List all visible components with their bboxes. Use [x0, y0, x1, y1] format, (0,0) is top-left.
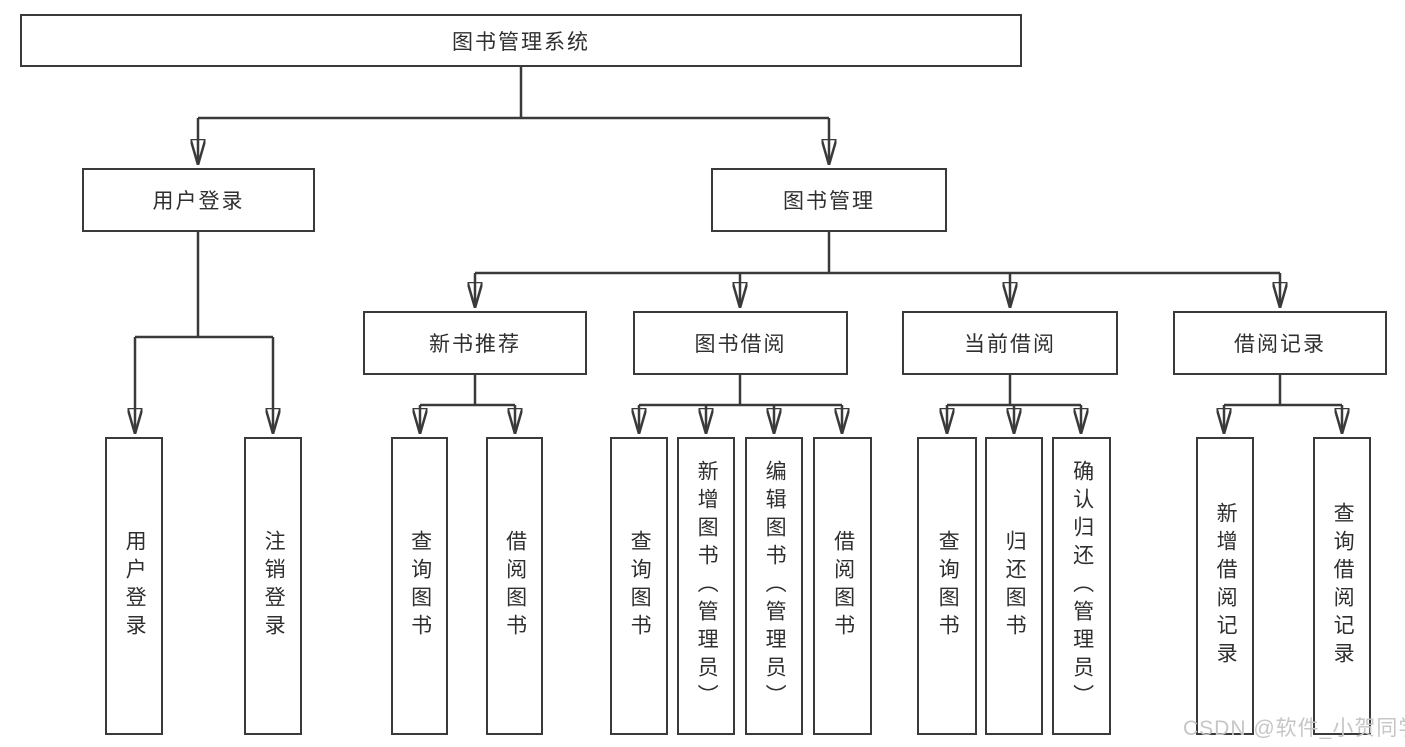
node-label: 查询图书: [408, 530, 432, 642]
leaf-query-borrow-record: 查询借阅记录: [1313, 437, 1371, 735]
node-label: 归还图书: [1003, 530, 1027, 642]
leaf-borrow-book-2: 借阅图书: [813, 437, 872, 735]
node-new-book-recommend: 新书推荐: [363, 311, 587, 375]
node-label: 确认归还（管理员）: [1070, 460, 1094, 712]
node-label: 图书管理: [783, 190, 875, 213]
node-label: 查询图书: [628, 530, 652, 642]
node-label: 借阅图书: [831, 530, 855, 642]
leaf-query-book-3: 查询图书: [917, 437, 977, 735]
node-label: 编辑图书（管理员）: [763, 460, 787, 712]
csdn-watermark: CSDN @软件_小贺同学: [1183, 717, 1405, 740]
node-book-management: 图书管理: [711, 168, 947, 232]
leaf-borrow-book-1: 借阅图书: [486, 437, 543, 735]
node-label: 注销登录: [262, 530, 286, 642]
node-label: 借阅记录: [1234, 333, 1326, 356]
leaf-logout: 注销登录: [244, 437, 302, 735]
leaf-confirm-return-admin: 确认归还（管理员）: [1052, 437, 1111, 735]
node-label: 查询借阅记录: [1331, 502, 1355, 670]
node-label: 借阅图书: [503, 530, 527, 642]
leaf-return-book: 归还图书: [985, 437, 1043, 735]
leaf-add-book-admin: 新增图书（管理员）: [677, 437, 735, 735]
leaf-query-book-2: 查询图书: [610, 437, 668, 735]
node-label: 图书借阅: [694, 333, 787, 356]
leaf-user-login: 用户登录: [105, 437, 163, 735]
leaf-edit-book-admin: 编辑图书（管理员）: [745, 437, 803, 735]
node-label: 新增借阅记录: [1214, 502, 1238, 670]
node-borrow-record: 借阅记录: [1173, 311, 1387, 375]
node-label: 新书推荐: [429, 333, 521, 356]
node-user-login-branch: 用户登录: [82, 168, 315, 232]
node-label: 用户登录: [123, 530, 147, 642]
node-label: 新增图书（管理员）: [695, 460, 719, 712]
node-library-system: 图书管理系统: [20, 14, 1022, 67]
node-label: 图书管理系统: [452, 30, 590, 54]
node-book-borrow: 图书借阅: [633, 311, 848, 375]
node-label: 用户登录: [152, 190, 245, 213]
leaf-query-book-1: 查询图书: [391, 437, 448, 735]
node-label: 查询图书: [936, 530, 960, 642]
node-label: 当前借阅: [964, 333, 1056, 356]
node-current-borrow: 当前借阅: [902, 311, 1118, 375]
leaf-add-borrow-record: 新增借阅记录: [1196, 437, 1254, 735]
